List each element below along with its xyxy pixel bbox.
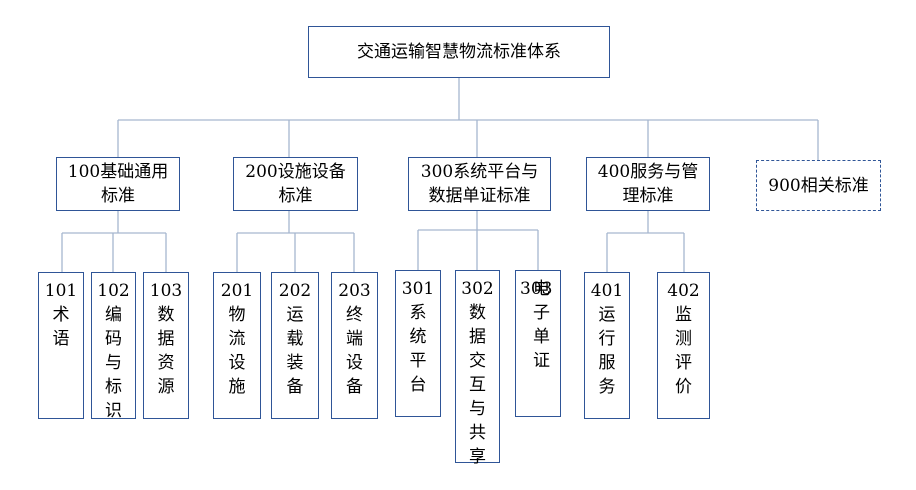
leaf-name-char: 术 <box>52 305 70 325</box>
leaf-name-char: 载 <box>286 329 304 349</box>
category-node-400: 400服务与管 理标准 <box>586 157 710 211</box>
category-label-line2: 理标准 <box>622 186 674 206</box>
category-label-line1: 300系统平台与 <box>420 162 539 182</box>
category-label-line2: 数据单证标准 <box>428 186 531 206</box>
leaf-name-char: 设 <box>228 353 246 373</box>
leaf-name-char: 与 <box>105 353 122 373</box>
leaf-code: 203 <box>338 281 371 301</box>
leaf-name: 术语 <box>53 303 70 351</box>
leaf-node-102: 102 编码与标识 <box>91 272 136 421</box>
leaf-name-char: 评 <box>675 353 692 373</box>
leaf-name-char: 运 <box>598 305 616 325</box>
leaf-code: 101 <box>44 281 78 301</box>
leaf-name-char: 台 <box>409 375 427 395</box>
leaf-code: 202 <box>278 281 312 301</box>
leaf-name-char: 装 <box>286 353 304 373</box>
leaf-name-char: 语 <box>52 329 70 349</box>
leaf-name-char: 运 <box>286 305 304 325</box>
leaf-name-char: 享 <box>469 447 486 467</box>
leaf-name-char: 备 <box>286 377 304 397</box>
leaf-node-101: 101 术语 <box>38 272 84 419</box>
leaf-name-char: 流 <box>228 329 246 349</box>
leaf-name-char: 编 <box>105 305 122 325</box>
category-node-300: 300系统平台与 数据单证标准 <box>408 157 551 211</box>
leaf-name: 运行服务 <box>599 303 616 399</box>
leaf-name-char: 设 <box>346 353 363 373</box>
leaf-code: 201 <box>220 281 254 301</box>
leaf-name-char: 证 <box>533 351 550 371</box>
leaf-name-char: 务 <box>598 377 616 397</box>
leaf-code: 302 <box>461 279 494 299</box>
category-node-900: 900相关标准 <box>756 160 881 211</box>
category-node-100: 100基础通用 标准 <box>56 157 180 211</box>
leaf-name: 终端设备 <box>346 303 363 399</box>
leaf-name-char: 数 <box>157 305 175 325</box>
leaf-name: 监测评价 <box>675 303 692 399</box>
leaf-name-char: 单 <box>533 327 550 347</box>
leaf-name-char: 端 <box>346 329 363 349</box>
leaf-name-char: 施 <box>228 377 246 397</box>
leaf-node-301: 301 系统平台 <box>395 270 441 417</box>
leaf-name-char: 据 <box>157 329 175 349</box>
leaf-name-char: 行 <box>598 329 616 349</box>
leaf-name-char: 码 <box>105 329 122 349</box>
leaf-node-202: 202 运载装备 <box>271 272 319 419</box>
category-label-line1: 200设施设备 <box>245 162 346 182</box>
leaf-name: 编码与标识 <box>105 303 122 423</box>
category-label-line1: 100基础通用 <box>67 162 169 182</box>
leaf-name-char: 备 <box>346 377 363 397</box>
leaf-name-char: 统 <box>409 327 427 347</box>
leaf-code: 402 <box>667 281 700 301</box>
category-label-line1: 400服务与管 <box>597 162 699 182</box>
leaf-name-char: 资 <box>157 353 175 373</box>
leaf-node-302: 302 数据交互与共享 <box>455 270 500 467</box>
leaf-name: 数据交互与共享 <box>469 301 486 469</box>
leaf-node-402: 402 监测评价 <box>657 272 710 419</box>
leaf-name: 电子单证 <box>533 277 550 373</box>
leaf-name-char: 与 <box>469 399 486 419</box>
leaf-name-char: 标 <box>105 377 122 397</box>
leaf-code: 103 <box>149 281 183 301</box>
leaf-name-char: 数 <box>469 303 486 323</box>
root-label: 交通运输智慧物流标准体系 <box>357 42 561 62</box>
leaf-node-103: 103 数据资源 <box>143 272 189 419</box>
leaf-node-203: 203 终端设备 <box>331 272 378 419</box>
leaf-name-char: 互 <box>469 375 486 395</box>
leaf-name: 运载装备 <box>287 303 304 399</box>
leaf-name-char: 测 <box>675 329 692 349</box>
leaf-name-char: 识 <box>105 401 122 421</box>
root-node: 交通运输智慧物流标准体系 <box>308 26 610 78</box>
category-label: 900相关标准 <box>768 175 869 196</box>
leaf-node-201: 201 物流设施 <box>213 272 261 419</box>
leaf-node-401: 401 运行服务 <box>584 272 630 419</box>
leaf-node-303: 303 电子单证 <box>515 270 561 417</box>
leaf-name-char: 子 <box>533 303 550 323</box>
leaf-name: 系统平台 <box>410 301 427 397</box>
leaf-name-char: 平 <box>409 351 427 371</box>
leaf-name-char: 价 <box>675 377 692 397</box>
leaf-name-char: 据 <box>469 327 486 347</box>
category-label-line2: 标准 <box>278 186 313 206</box>
leaf-code: 303 <box>520 279 553 299</box>
leaf-name: 物流设施 <box>229 303 246 399</box>
leaf-name-char: 终 <box>346 305 363 325</box>
leaf-code: 102 <box>97 281 130 301</box>
leaf-name: 数据资源 <box>158 303 175 399</box>
leaf-name-char: 服 <box>598 353 616 373</box>
leaf-name-char: 监 <box>675 305 692 325</box>
leaf-name-char: 源 <box>157 377 175 397</box>
leaf-code: 401 <box>590 281 624 301</box>
leaf-name-char: 电 <box>533 279 550 299</box>
leaf-code: 301 <box>401 279 435 299</box>
leaf-name-char: 交 <box>469 351 486 371</box>
leaf-name-char: 共 <box>469 423 486 443</box>
category-label-line2: 标准 <box>101 186 135 206</box>
leaf-name-char: 系 <box>409 303 427 323</box>
leaf-name-char: 物 <box>228 305 246 325</box>
category-node-200: 200设施设备 标准 <box>233 157 358 211</box>
